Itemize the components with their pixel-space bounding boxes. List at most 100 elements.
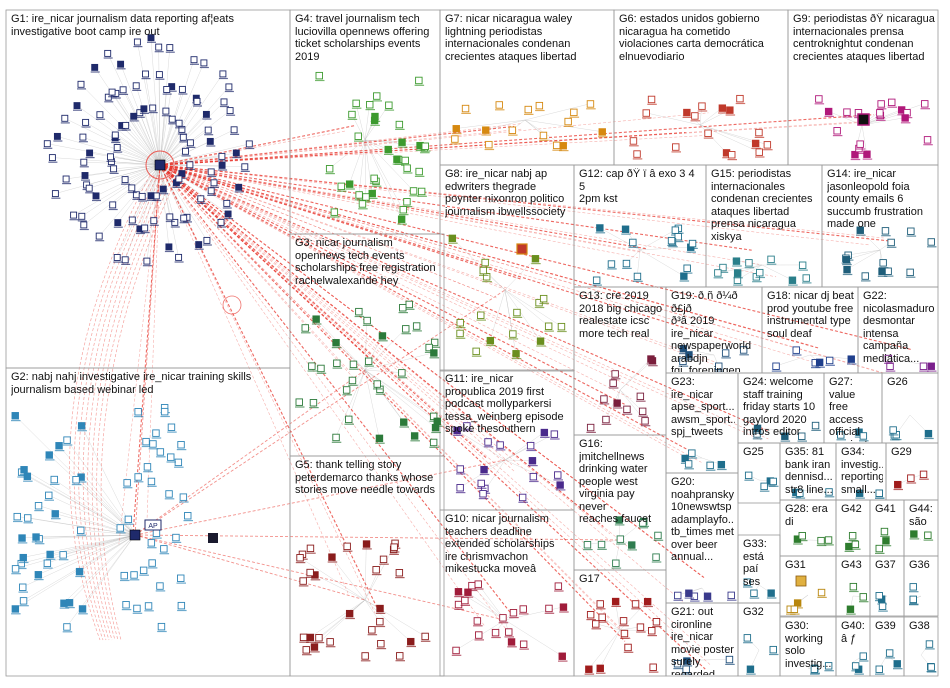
node-underline-g14 [877,275,888,277]
edge-inter-g1-g14 [159,164,869,246]
node-underline-g5 [327,561,338,563]
node-g3 [378,332,387,340]
node-underline-g1 [77,220,87,222]
node-g17 [649,663,657,671]
edge-inter-g1-g23 [159,164,702,463]
node-underline-g1 [222,207,232,209]
node-underline-g3 [412,330,422,332]
node-g9 [815,95,823,103]
node-g8 [448,234,457,243]
node-g2 [147,477,156,486]
node-g1 [226,107,234,115]
node-underline-g1 [133,46,143,48]
edge-inter-g2-g8 [134,289,506,536]
node-underline-g10 [558,660,568,662]
node-underline-g3 [364,365,374,367]
node-underline-g1 [81,179,90,181]
node-underline-g1 [204,134,214,136]
node-g7 [508,126,517,134]
node-g5 [376,604,384,613]
node-g6 [736,94,744,103]
edge-intra-g1 [133,116,161,166]
node-underline-g8 [482,281,492,283]
node-g9 [833,127,841,135]
ap-node-badge: AP [148,523,158,530]
edge-intra-g1 [159,89,183,166]
edge-intra-g2 [63,534,136,604]
node-underline-g22 [919,370,929,372]
edge-intra-g1 [159,101,198,166]
node-g36 [909,583,917,591]
node-underline-g15 [718,271,729,273]
node-underline-g35 [824,496,835,498]
node-g8 [512,350,520,358]
node-g4 [384,145,392,154]
node-g1 [70,211,78,219]
node-g5 [343,542,351,551]
node-g6 [755,128,763,137]
node-underline-g29 [919,478,929,480]
node-underline-g1 [170,226,180,228]
node-underline-g5 [367,634,378,636]
group-box-g37 [869,555,905,617]
node-g2 [11,412,19,420]
node-underline-g1 [206,145,216,147]
node-g2 [11,565,20,573]
node-g4 [368,189,376,198]
node-underline-g25 [744,479,754,481]
node-underline-g9 [875,117,886,119]
edge-intra-g35 [807,489,829,492]
node-g4 [337,182,345,191]
node-underline-g17 [648,671,659,673]
node-underline-g43 [846,613,856,615]
node-g17 [652,618,661,626]
node-g25 [744,471,753,480]
node-underline-g7 [586,108,596,110]
edge-arc-g1-g2 [96,174,175,641]
edge-inter-g1-g3 [159,164,373,361]
node-g7 [452,125,460,133]
node-g2 [134,473,142,481]
node-g1 [79,133,87,141]
edge-intra-g1 [159,73,224,166]
node-underline-g22 [884,362,894,364]
node-underline-g1 [177,177,187,179]
node-g2 [32,533,40,541]
node-underline-g6 [751,147,761,149]
node-g4 [409,187,418,195]
edge-inter-g1-g8 [159,164,492,297]
node-g3 [332,433,340,442]
node-underline-g1 [140,232,150,234]
node-g1 [142,70,149,78]
node-g17 [619,617,628,625]
node-underline-g30 [810,672,820,674]
node-g7 [482,126,490,134]
node-underline-g2 [143,471,153,473]
edge-inter-g1-g17 [159,164,632,640]
node-underline-g5 [389,553,399,555]
node-g1 [147,34,155,42]
node-g2 [63,623,71,631]
edge-inter-g1-g14 [159,164,884,239]
edge-intra-g12 [639,229,676,251]
node-g11 [554,471,562,479]
node-underline-g17 [596,608,606,610]
node-g23 [706,461,714,470]
node-g4 [355,191,363,199]
node-underline-g17 [591,628,601,630]
node-g2 [65,599,74,607]
edge-intra-g1 [121,125,161,166]
node-g33 [750,589,758,597]
node-underline-g43 [859,601,869,603]
node-underline-g3 [344,423,354,425]
node-g1 [202,110,210,118]
edge-intra-g5 [314,574,366,601]
node-underline-g24 [752,438,763,440]
node-g27 [855,428,863,436]
node-underline-g7 [495,109,505,111]
edge-intra-g1 [159,89,167,166]
node-underline-g44 [909,538,920,540]
node-underline-g16 [614,524,625,526]
edge-intra-g4 [349,139,366,184]
node-g25 [769,477,777,486]
